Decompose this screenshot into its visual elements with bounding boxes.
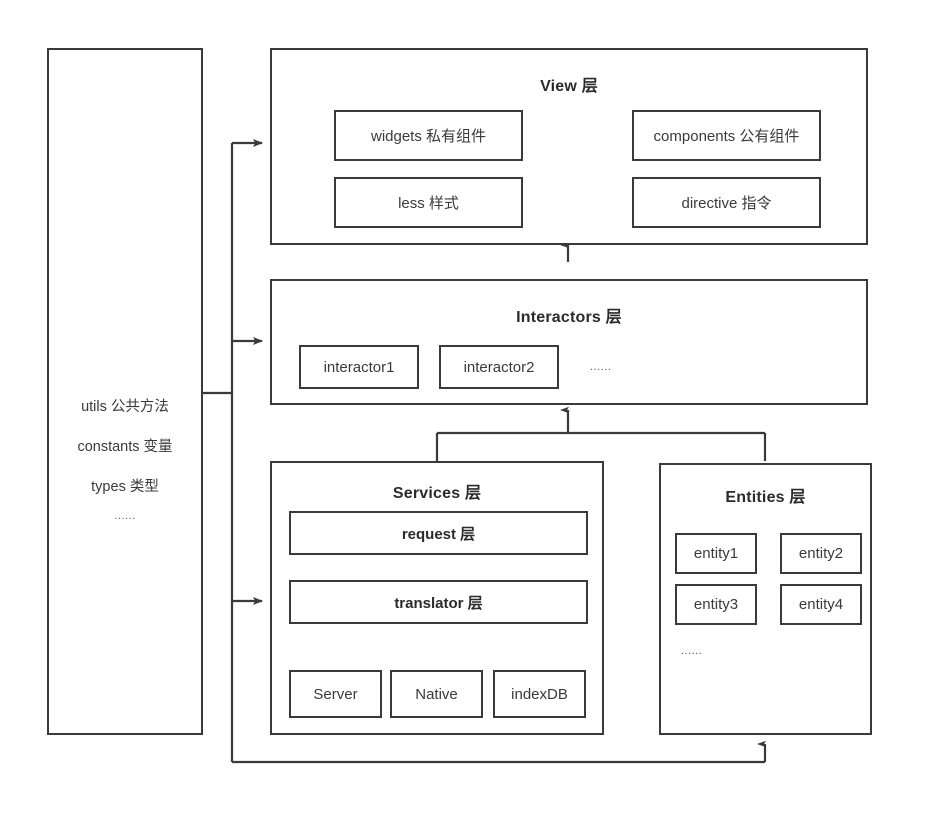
entity-2-label: entity2 [798,545,844,562]
source-server[interactable]: Server [289,670,382,718]
interactors-layer[interactable]: Interactors 层 interactor1 interactor2 ..… [270,279,868,405]
source-native-label: Native [415,685,458,703]
entity-1[interactable]: entity1 [675,533,757,574]
services-layer-title: Services 层 [392,485,482,502]
interactor-1[interactable]: interactor1 [299,345,419,389]
request-layer-box[interactable]: request 层 [289,511,588,555]
view-item-less-label: less 样式 [398,195,459,212]
interactors-ellipsis: ...... [590,361,612,373]
view-layer[interactable]: View 层 widgets 私有组件 components 公有组件 less… [270,48,868,245]
source-native[interactable]: Native [390,670,483,718]
common-panel[interactable]: utils 公共方法 constants 变量 types 类型 ...... [47,48,203,735]
translator-layer-label: translator 层 [394,594,483,612]
common-panel-ellipsis: ...... [114,510,136,522]
view-item-directive[interactable]: directive 指令 [632,177,821,228]
interactor-2[interactable]: interactor2 [439,345,559,389]
entity-4[interactable]: entity4 [780,584,862,625]
common-panel-line-0: utils 公共方法 [81,399,169,415]
entities-ellipsis: ...... [681,645,703,657]
entity-3-label: entity3 [693,596,739,613]
entity-4-label: entity4 [798,596,844,613]
view-item-directive-label: directive 指令 [681,195,772,212]
view-item-widgets[interactable]: widgets 私有组件 [334,110,523,161]
source-indexdb-label: indexDB [511,685,568,703]
request-layer-label: request 层 [401,525,476,543]
services-layer[interactable]: Services 层 request 层 translator 层 Server… [270,461,604,735]
interactors-layer-title: Interactors 层 [516,309,622,326]
view-item-components-label: components 公有组件 [653,128,800,145]
entity-3[interactable]: entity3 [675,584,757,625]
entity-2[interactable]: entity2 [780,533,862,574]
interactor-1-label: interactor1 [323,358,395,376]
entities-layer[interactable]: Entities 层 entity1 entity2 entity3 entit… [659,463,872,735]
view-item-widgets-label: widgets 私有组件 [370,128,487,145]
common-panel-line-1: constants 变量 [77,439,173,455]
entities-layer-title: Entities 层 [725,489,806,506]
view-item-less[interactable]: less 样式 [334,177,523,228]
interactor-2-label: interactor2 [463,358,535,376]
translator-layer-box[interactable]: translator 层 [289,580,588,624]
common-panel-line-2: types 类型 [91,479,159,495]
view-item-components[interactable]: components 公有组件 [632,110,821,161]
view-layer-title: View 层 [540,78,598,95]
source-server-label: Server [313,685,358,703]
entity-1-label: entity1 [693,545,739,562]
source-indexdb[interactable]: indexDB [493,670,586,718]
